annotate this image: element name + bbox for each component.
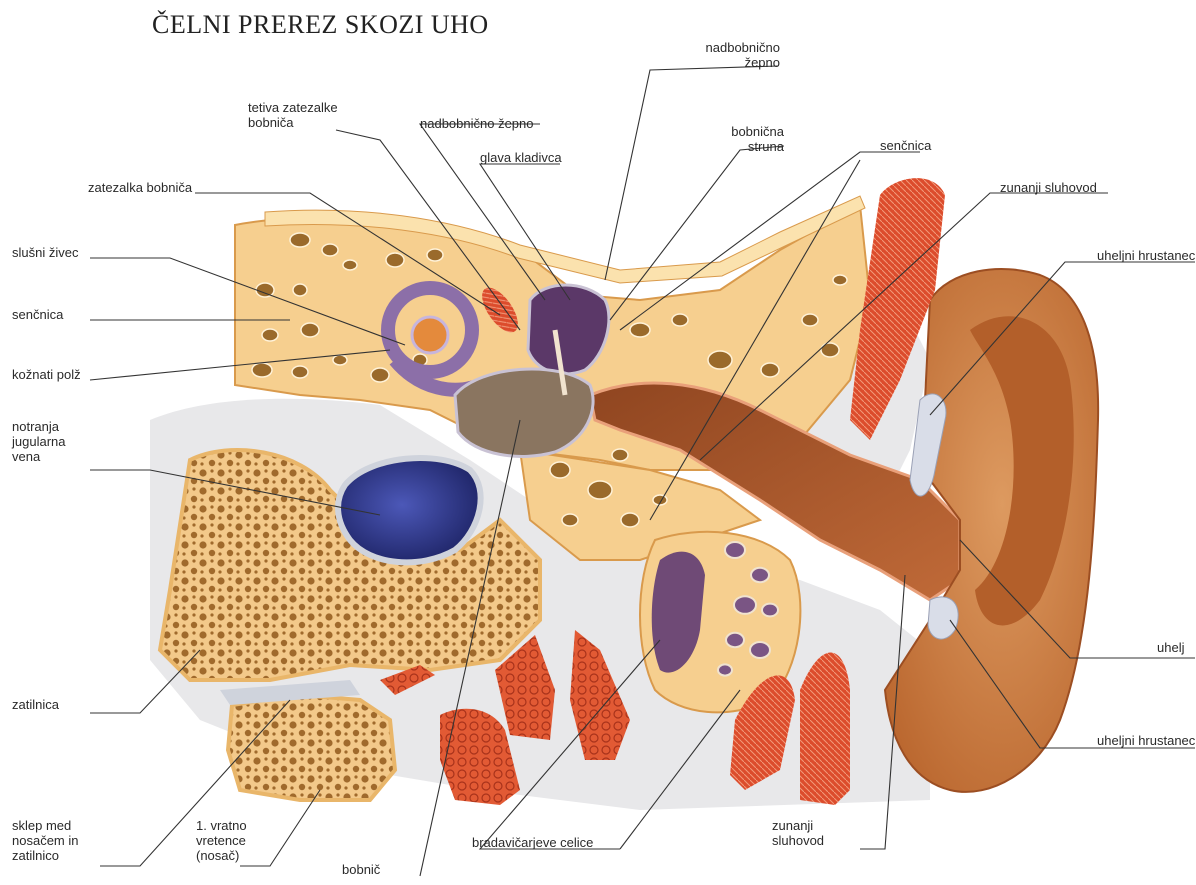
bone-cavity [550, 462, 570, 478]
bone-cavity [371, 368, 389, 382]
label-nadbobnicno-zepno-top: nadbobnično žepno [660, 40, 780, 70]
label-zatilnica: zatilnica [12, 697, 59, 712]
bone-cavity [292, 366, 308, 378]
bone-cavity [833, 275, 847, 285]
label-sencnica-left: senčnica [12, 307, 63, 322]
label-bobnic: bobnič [342, 862, 380, 877]
label-vratno-vretence: 1. vratno vretence (nosač) [196, 818, 247, 863]
label-tetiva-zatezalke: tetiva zatezalke bobniča [248, 100, 338, 130]
bone-cavity [252, 363, 272, 377]
bone-cavity [386, 253, 404, 267]
bone-cavity [761, 363, 779, 377]
bone-cavity [588, 481, 612, 499]
mastoid-air-cell [718, 664, 732, 675]
label-notranja-jugularna-vena: notranja jugularna vena [12, 419, 66, 464]
label-sklep-med-nosacem: sklep med nosačem in zatilnico [12, 818, 78, 863]
mastoid-air-cell [725, 542, 745, 558]
mastoid-air-cell [734, 596, 756, 614]
label-uheljni-hrustanec-bottom: uheljni hrustanec [1097, 733, 1195, 748]
mastoid-air-cell [750, 642, 770, 658]
label-glava-kladivca: glava kladivca [480, 150, 562, 165]
mastoid-air-cell [726, 633, 744, 647]
cochlea-center [412, 317, 448, 353]
mastoid-air-cell [751, 568, 769, 582]
label-bradavicarjeve-celice: bradavičarjeve celice [472, 835, 593, 850]
label-uhelj: uhelj [1157, 640, 1184, 655]
bone-cavity [343, 260, 357, 270]
eardrum [455, 369, 593, 456]
label-zatezalka-bobnica: zatezalka bobniča [88, 180, 192, 195]
bone-cavity [802, 314, 818, 326]
label-zunanji-sluhovod-top: zunanji sluhovod [1000, 180, 1097, 195]
label-zunanji-sluhovod-bottom: zunanji sluhovod [772, 818, 824, 848]
mastoid-air-cell [762, 604, 778, 617]
bone-cavity [562, 514, 578, 526]
label-sencnica-right: senčnica [880, 138, 931, 153]
label-bobnicna-struna: bobnična struna [690, 124, 784, 154]
bone-cavity [256, 283, 274, 297]
atlas-vertebra [228, 695, 395, 800]
label-nadbobnicno-zepno: nadbobnično žepno [420, 116, 534, 131]
bone-cavity [821, 343, 839, 357]
internal-jugular-vein [338, 458, 481, 562]
bone-cavity [301, 323, 319, 337]
bone-cavity [708, 351, 732, 369]
bone-cavity [262, 329, 278, 341]
neck-muscle-right [800, 653, 850, 806]
label-koznati-polz: kožnati polž [12, 367, 81, 382]
bone-cavity [672, 314, 688, 326]
bone-cavity [630, 323, 650, 337]
bone-cavity [333, 355, 347, 365]
label-uheljni-hrustanec-top: uheljni hrustanec [1097, 248, 1195, 263]
bone-cavity [612, 449, 628, 461]
label-slusni-zivec: slušni živec [12, 245, 78, 260]
bone-cavity [293, 284, 307, 296]
bone-cavity [621, 513, 639, 527]
bone-cavity [290, 233, 310, 247]
bone-cavity [427, 249, 443, 261]
bone-cavity [322, 244, 338, 256]
